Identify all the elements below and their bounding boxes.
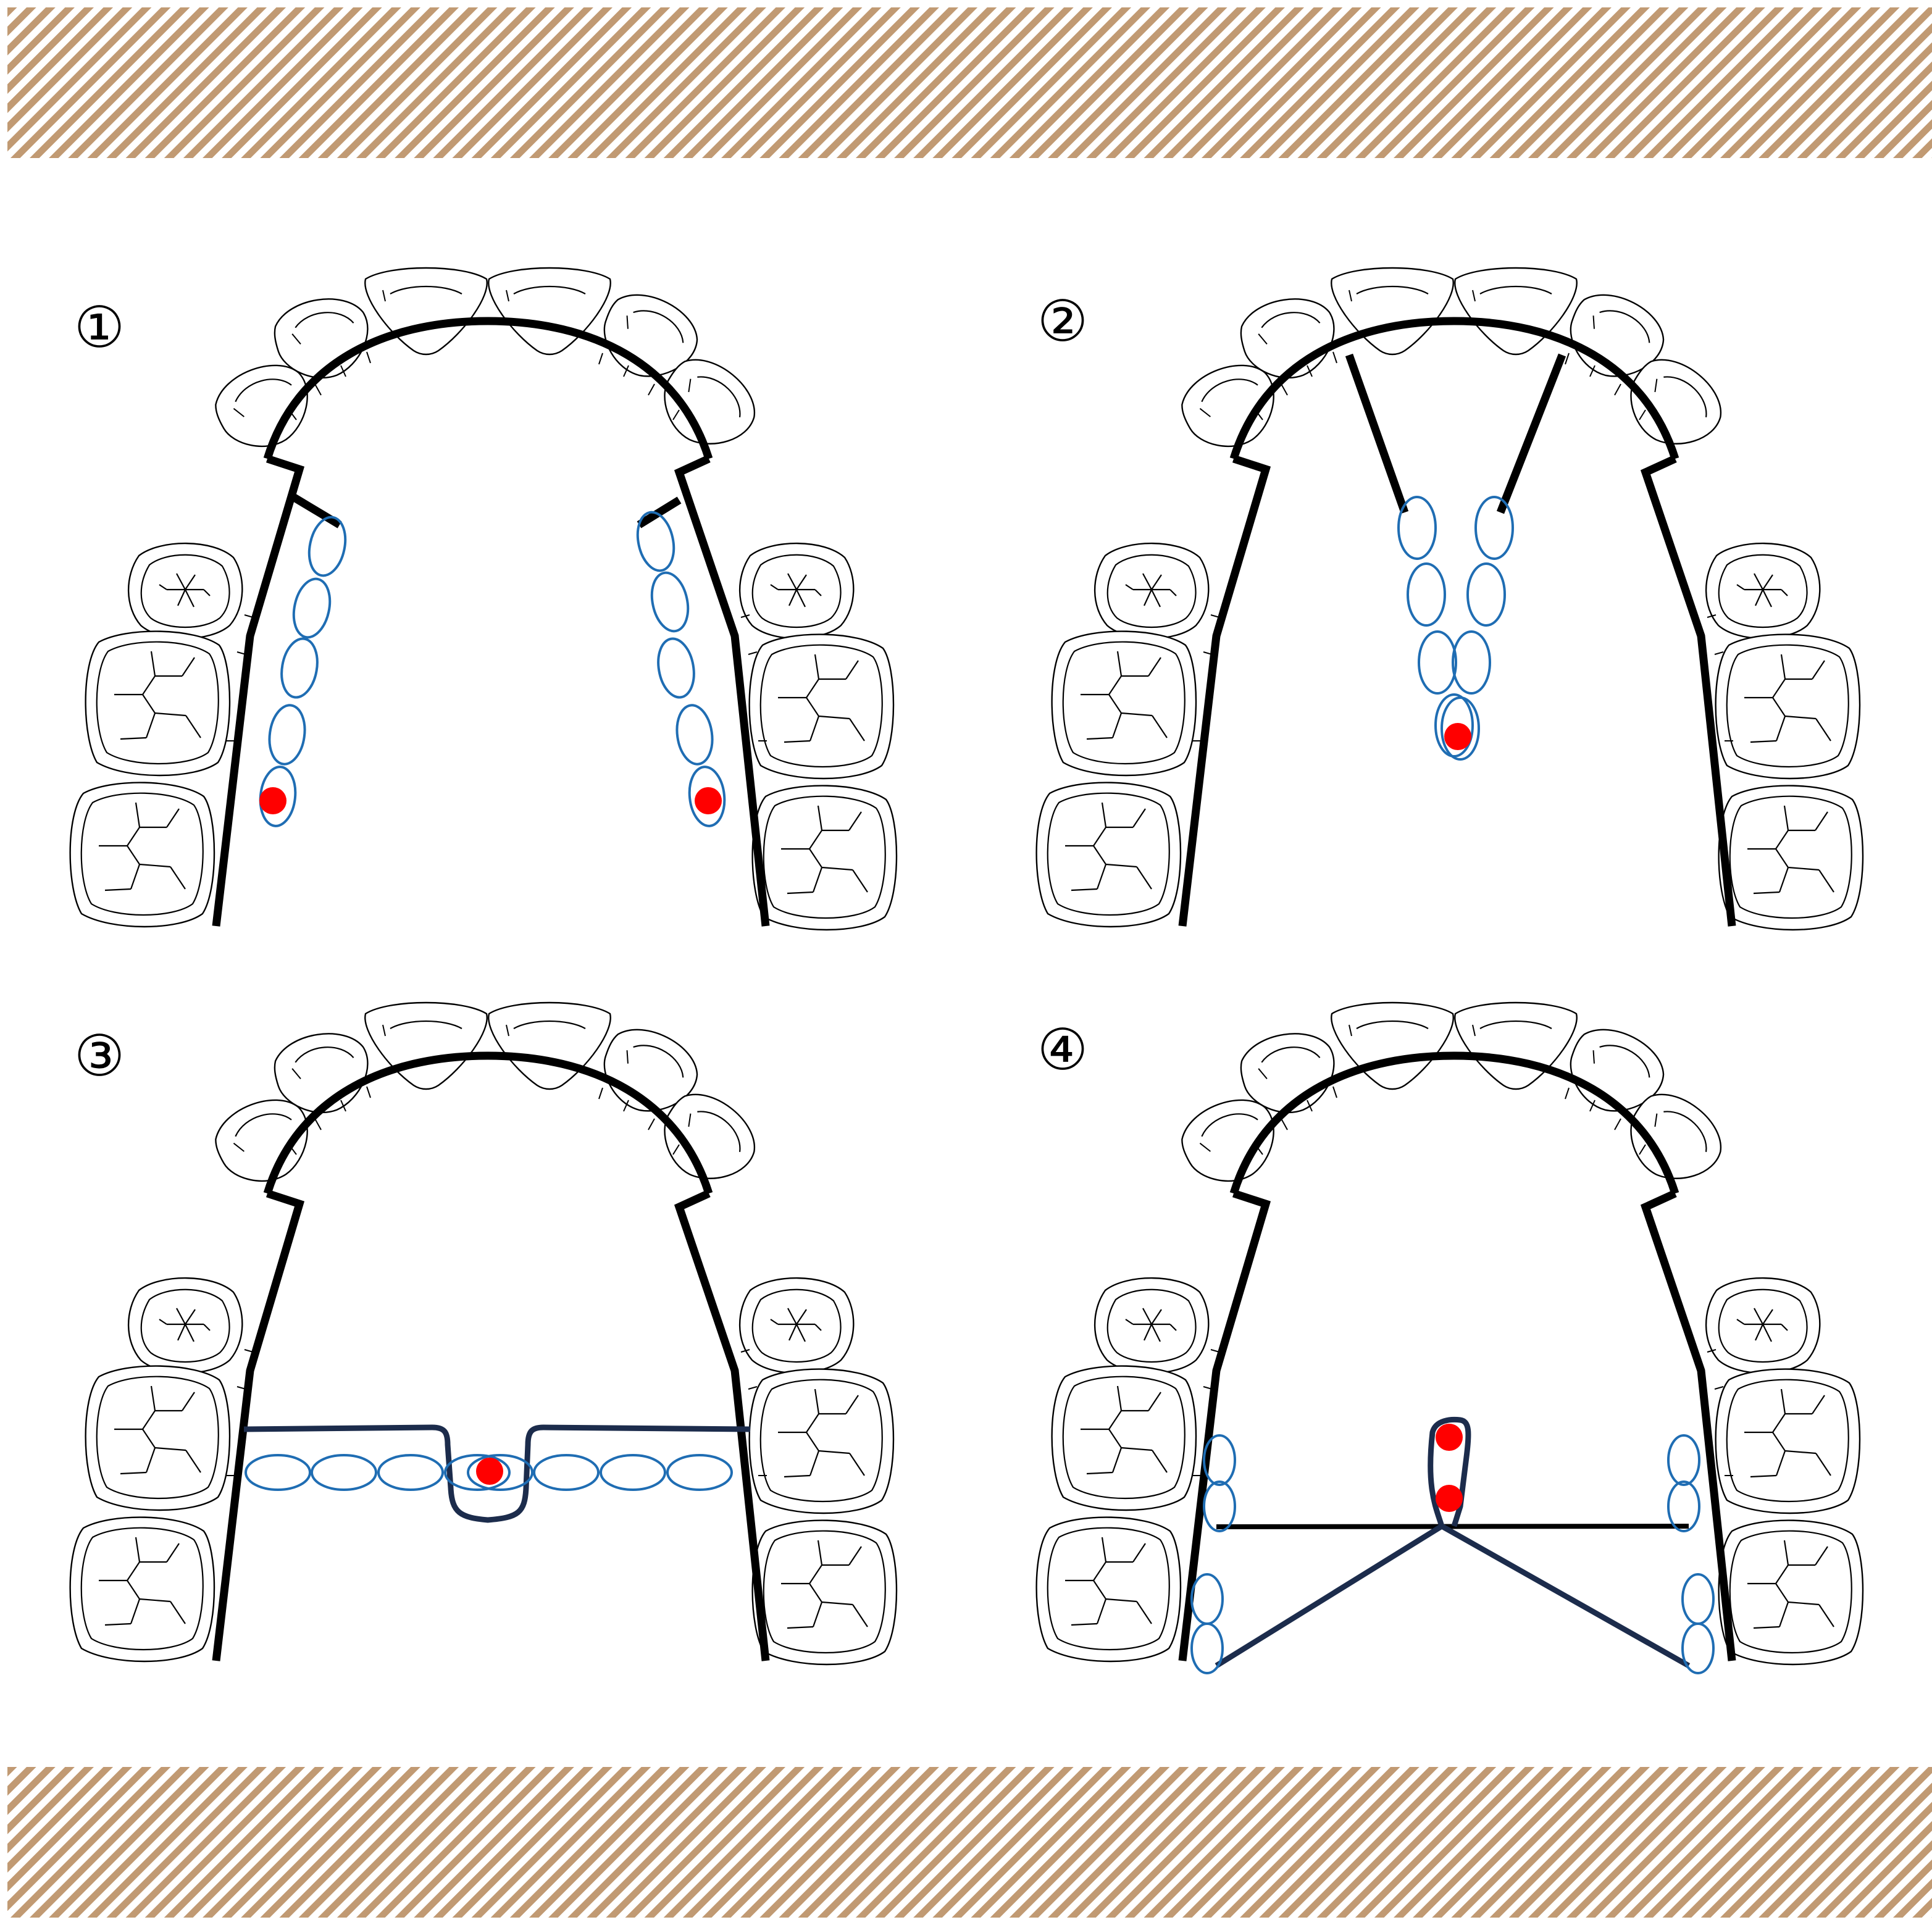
panel-4-label: ④ — [1019, 1007, 1106, 1093]
transverse-bar — [1216, 1526, 1689, 1527]
midline-loop-wire — [1216, 1419, 1689, 1666]
lower-anchor-point — [1436, 1485, 1463, 1512]
panel-3-label: ③ — [56, 1013, 143, 1100]
left-converging-chain — [1399, 497, 1473, 756]
right-hook-wire — [639, 500, 679, 525]
panel-3 — [70, 1003, 897, 1664]
left-anchor-point — [259, 787, 286, 814]
panel-2 — [1037, 268, 1863, 930]
right-anchor-point — [695, 787, 722, 814]
panel-4 — [1037, 1003, 1863, 1673]
panel-1 — [70, 268, 897, 930]
right-elastics — [1668, 1435, 1713, 1673]
center-anchor-point — [476, 1458, 503, 1485]
right-v-wire — [1500, 355, 1562, 512]
left-hook-wire — [293, 497, 340, 525]
panel-1-label: ① — [56, 285, 143, 371]
panel-2-label: ② — [1019, 278, 1106, 365]
upper-anchor-point — [1436, 1424, 1463, 1451]
center-anchor-point — [1444, 723, 1471, 750]
right-converging-chain — [1442, 497, 1513, 759]
right-elastic-chain — [633, 509, 727, 827]
left-v-wire — [1349, 355, 1405, 512]
